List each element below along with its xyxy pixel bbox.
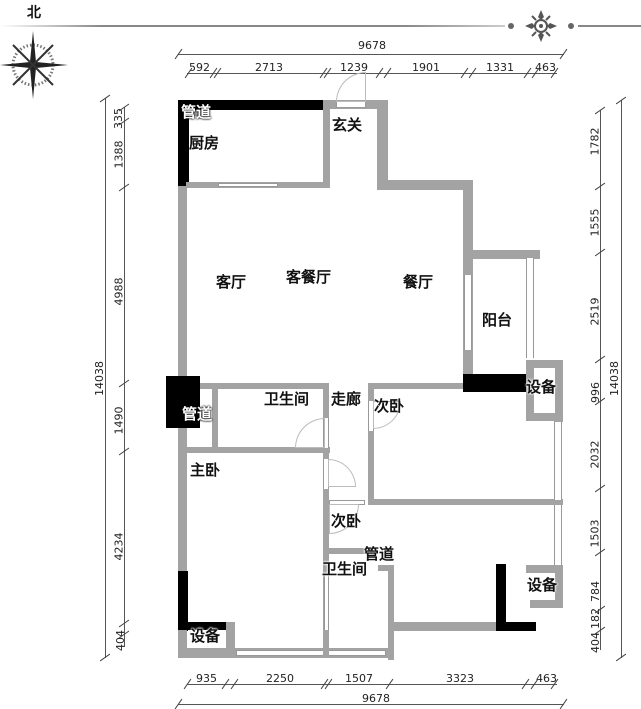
kitchen-left-structural-wall xyxy=(178,100,189,186)
dim-right-6: 784 xyxy=(589,581,602,602)
dim-left-2: 4988 xyxy=(112,277,126,306)
dim-bottom-2: 1507 xyxy=(345,672,373,685)
dim-top-0: 592 xyxy=(189,61,210,74)
room-label-corridor: 走廊 xyxy=(331,390,362,408)
bathroom-2-window xyxy=(328,650,386,656)
room-label-living: 客厅 xyxy=(216,273,247,291)
dim-left-3: 1490 xyxy=(112,406,126,435)
balcony-outer-window xyxy=(526,258,534,358)
header-divider-right xyxy=(578,25,641,27)
room-label-master-bedroom: 主卧 xyxy=(190,461,221,479)
dim-bottom-1: 2250 xyxy=(266,672,294,685)
room-label-bathroom-1: 卫生间 xyxy=(264,390,310,408)
master-bedroom-door-swing xyxy=(328,459,356,487)
dim-left-1: 1388 xyxy=(112,140,126,169)
room-label-bathroom-2: 卫生间 xyxy=(322,560,368,578)
room-label-equipment-right: 设备 xyxy=(527,576,558,594)
bathroom-1-door-swing xyxy=(295,418,325,448)
dim-right-total: 14038 xyxy=(608,361,621,396)
dim-top-2: 1239 xyxy=(340,61,368,74)
dim-right-1: 1555 xyxy=(588,208,602,237)
room-label-equipment-balcony: 设备 xyxy=(526,378,557,396)
pipe-shaft-left xyxy=(166,376,200,428)
room-label-kitchen: 厨房 xyxy=(189,134,220,152)
room-label-pipe-left: 管道 xyxy=(182,405,213,423)
master-bedroom-window xyxy=(236,650,324,656)
dim-top-5: 463 xyxy=(535,61,556,74)
balcony-inner-window xyxy=(464,275,472,350)
second-bedroom-2-window xyxy=(554,505,562,565)
dim-right-2: 2519 xyxy=(588,297,602,326)
room-label-pipe-top: 管道 xyxy=(181,103,212,121)
room-label-dining: 餐厅 xyxy=(403,273,434,291)
dim-right-5: 1503 xyxy=(588,519,602,548)
dim-bottom-4: 463 xyxy=(536,672,557,685)
dim-left-total: 14038 xyxy=(93,361,106,396)
entrance-door-frame xyxy=(336,101,366,108)
dim-top-total: 9678 xyxy=(358,39,386,52)
room-label-second-bedroom-2: 次卧 xyxy=(331,512,362,530)
room-label-equipment-bottom-left: 设备 xyxy=(190,627,221,645)
dim-bottom-3: 3323 xyxy=(446,672,474,685)
north-label: 北 xyxy=(27,5,41,21)
room-label-balcony: 阳台 xyxy=(482,311,513,329)
room-label-second-bedroom-1: 次卧 xyxy=(374,397,405,415)
master-bedroom-structural-wall xyxy=(178,571,188,631)
dim-right-8: 404 xyxy=(589,632,602,653)
compass-rose-icon xyxy=(0,31,68,99)
pipe-shaft-top xyxy=(178,100,328,110)
dim-bottom-0: 935 xyxy=(196,672,217,685)
dim-right-0: 1782 xyxy=(588,127,602,156)
bathroom-2-door xyxy=(324,575,329,630)
dim-top-3: 1901 xyxy=(412,61,440,74)
dim-right-4: 2032 xyxy=(588,440,602,469)
header-divider-left xyxy=(0,25,505,27)
entrance-door-swing xyxy=(336,72,366,102)
room-label-pipe-mid: 管道 xyxy=(364,545,395,563)
dim-top-1: 2713 xyxy=(255,61,283,74)
dim-left-4: 4234 xyxy=(112,532,126,561)
equipment-structural-wall xyxy=(496,564,506,630)
second-bedroom-1-window xyxy=(554,420,562,500)
kitchen-window xyxy=(218,183,278,187)
dim-top-4: 1331 xyxy=(486,61,514,74)
balcony-structural-wall xyxy=(463,374,530,392)
room-label-entrance: 玄关 xyxy=(332,116,363,134)
dim-bottom-total: 9678 xyxy=(362,692,390,705)
ornament-flourish-icon xyxy=(508,10,574,42)
room-label-living-dining: 客餐厅 xyxy=(286,268,332,286)
